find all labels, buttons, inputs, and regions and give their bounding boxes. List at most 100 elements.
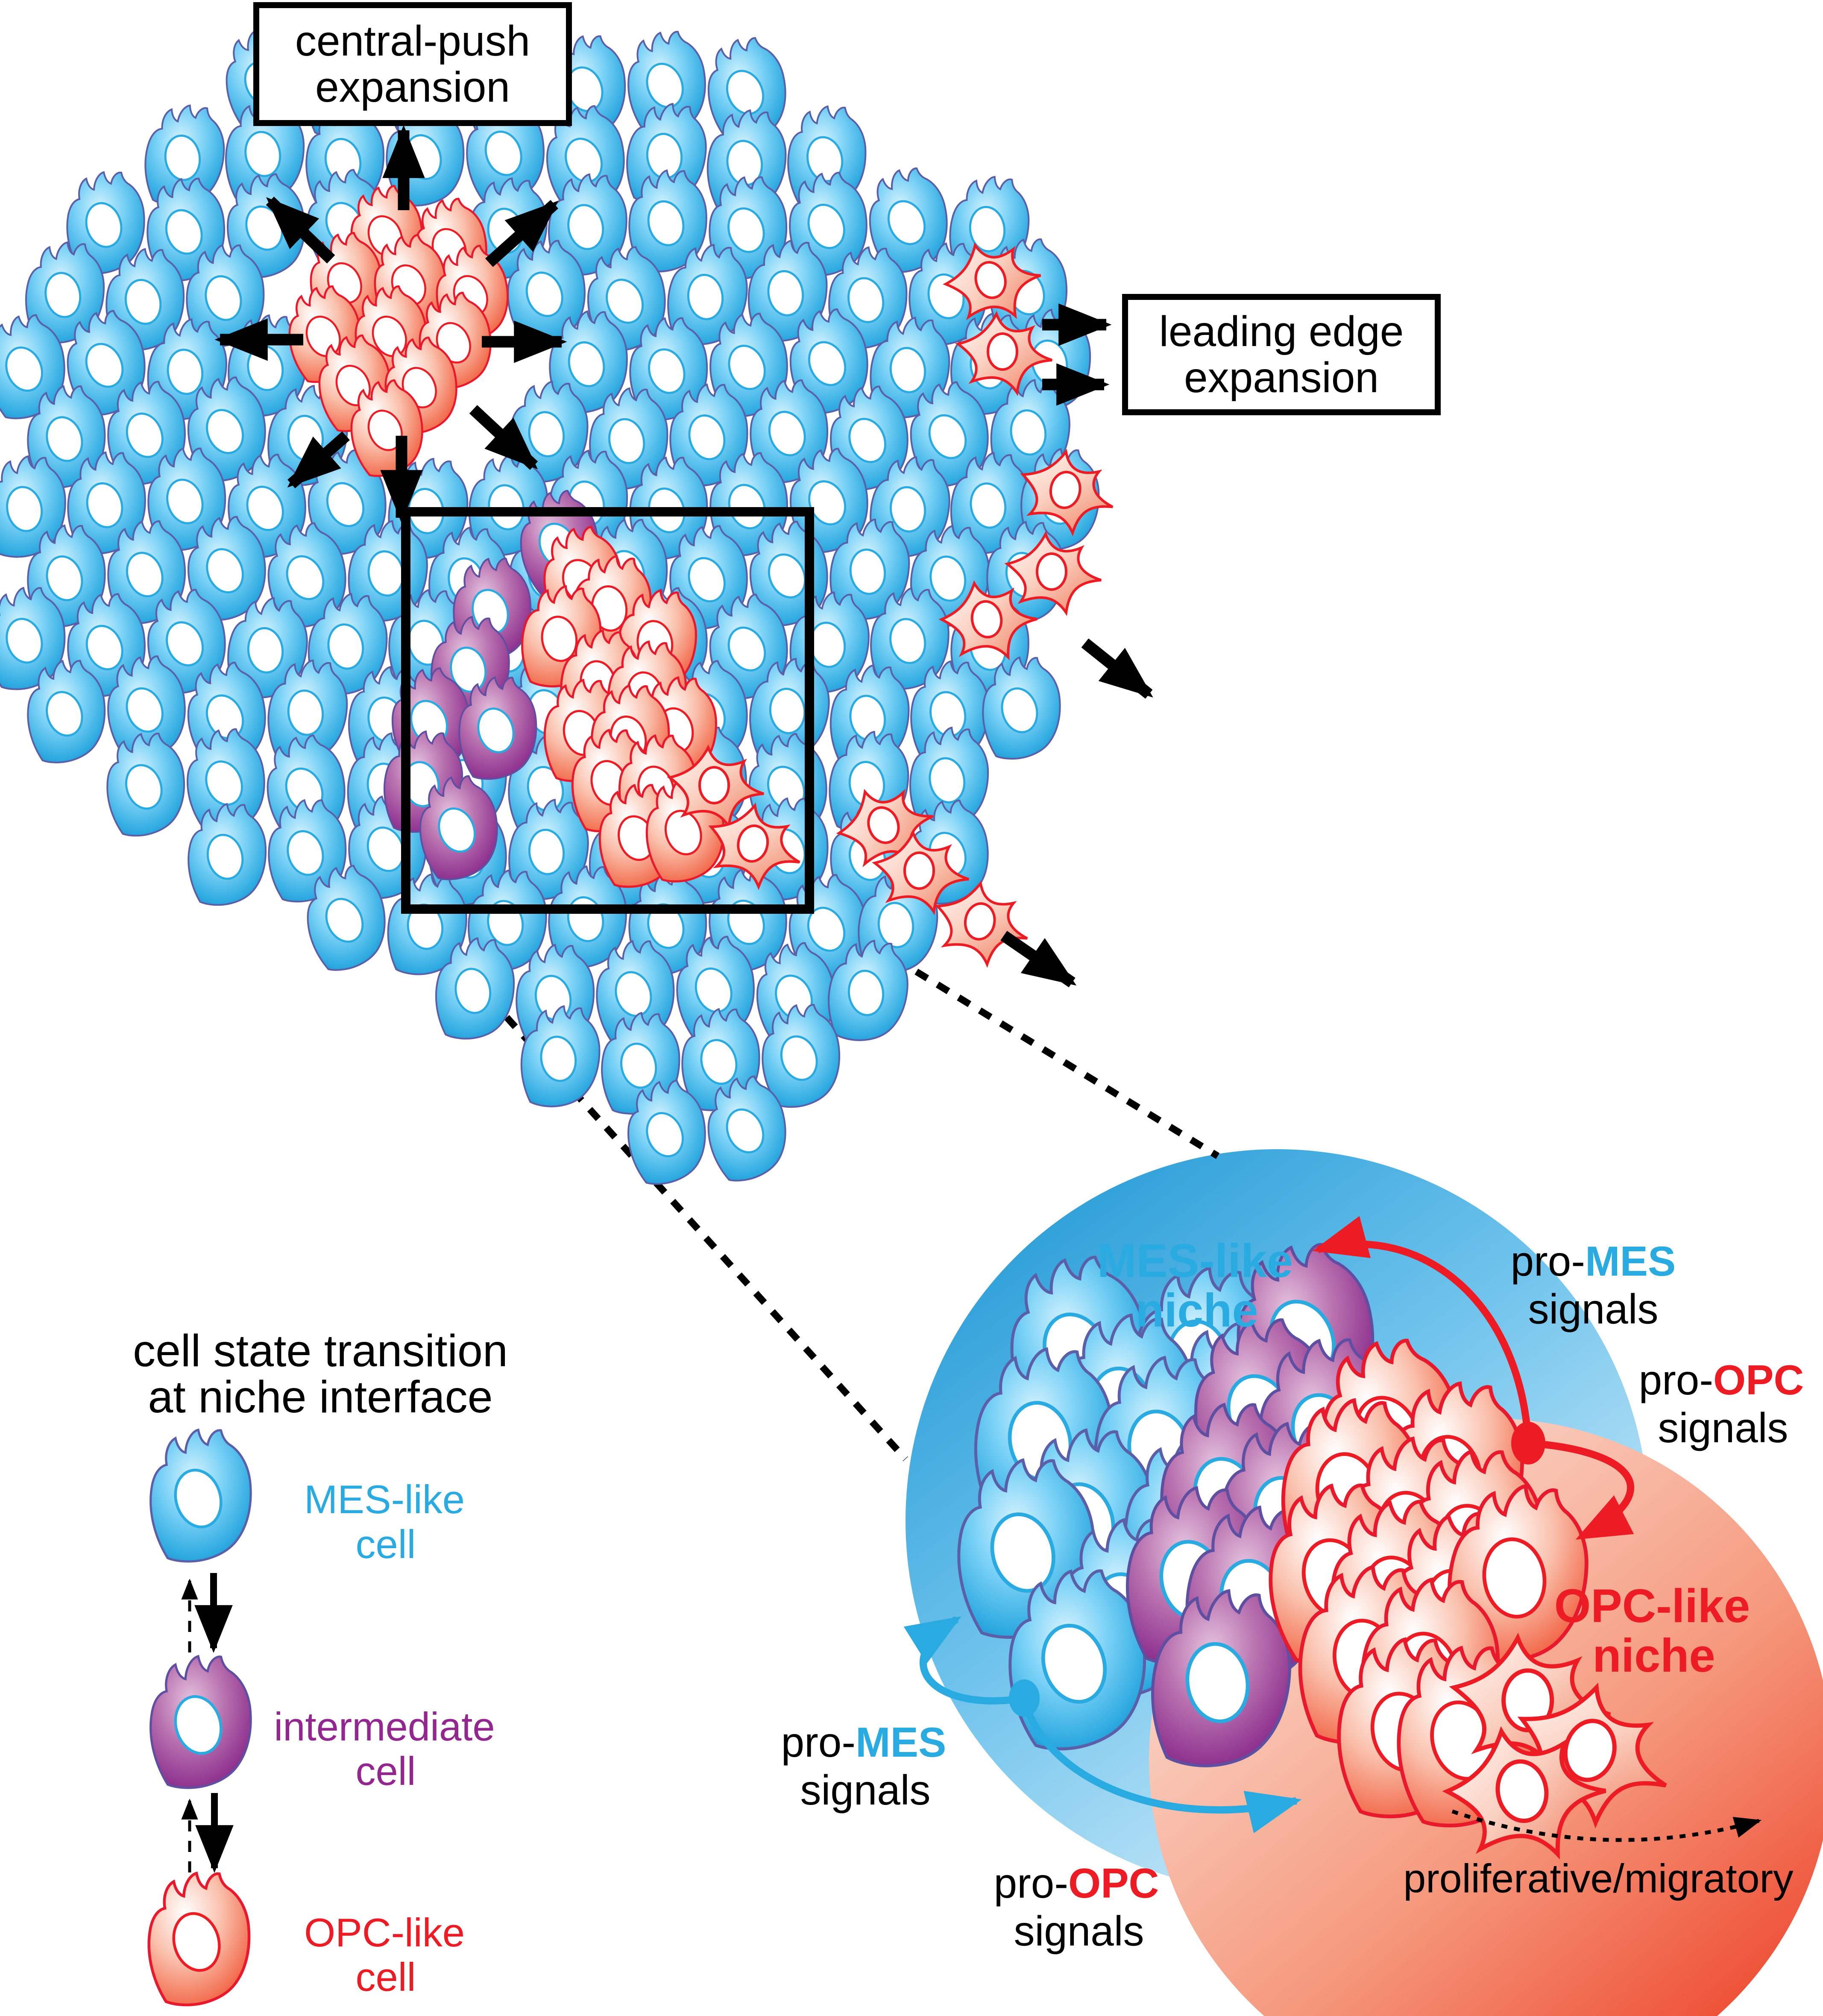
mes-cell [782, 870, 874, 983]
opc-niche-label-line1: OPC-like [1554, 1580, 1750, 1632]
mes-cell [545, 171, 631, 279]
pro-mes-top-prefix: pro- [1510, 1238, 1585, 1285]
pro-opc-right-prefix: pro- [1638, 1356, 1713, 1403]
migratory-opc-cell [929, 877, 1035, 970]
blue-signal-arrow [903, 1616, 1025, 1705]
mes-cell [743, 236, 832, 346]
pro-mes-bottom-accent: MES [855, 1719, 947, 1766]
migratory-opc-cell [701, 798, 809, 894]
leading-edge-expansion-box: leading edge expansion [1122, 294, 1441, 415]
mes-cell [700, 1071, 794, 1186]
expansion-arrow [469, 405, 538, 470]
mes-cell [705, 310, 792, 420]
mes-cell [946, 448, 1035, 559]
mes-cell [261, 654, 354, 767]
mes-cell [708, 176, 788, 280]
red-signal-arrow [1528, 1439, 1634, 1541]
mes-cell [867, 585, 953, 693]
mes-cell [181, 373, 272, 485]
mes-cell [824, 383, 914, 493]
mes-cell [760, 1003, 842, 1108]
mes-cell [221, 97, 309, 207]
legend-intermediate-label-line1: intermediate [274, 1704, 495, 1749]
expansion-arrow [266, 197, 335, 264]
mes-cell [299, 861, 393, 975]
mes-cell [26, 660, 106, 763]
migratory-opc-cell [829, 773, 944, 879]
opc-niche-label-line2: niche [1592, 1629, 1715, 1682]
mes-cell [701, 590, 795, 704]
mes-cell [260, 518, 354, 632]
mes-cell [669, 384, 748, 487]
mes-cell [821, 934, 915, 1048]
mes-cell [783, 305, 875, 418]
mes-cell [105, 248, 185, 352]
migratory-opc-cell [936, 574, 1043, 667]
pro-mes-signals-top-line2: signals [1528, 1285, 1659, 1332]
mes-cell [151, 1430, 251, 1561]
mes-niche-label-line1: MES-like [1097, 1235, 1293, 1287]
mes-cell [145, 177, 227, 282]
mes-cell [824, 513, 916, 626]
mes-cell [985, 375, 1076, 487]
mes-cell [105, 732, 187, 837]
intermediate-cell [151, 1656, 251, 1788]
mes-cell [21, 238, 109, 348]
migratory-opc-cell [670, 748, 764, 826]
mes-cell [1007, 1569, 1148, 1751]
expansion-arrow [1081, 638, 1153, 699]
mes-cell [906, 522, 994, 631]
mes-cell [827, 246, 909, 351]
opc-cell [1440, 1478, 1596, 1670]
mes-cell [665, 522, 752, 632]
legend-opc-label-line2: cell [355, 1954, 416, 1999]
mes-cell [622, 1077, 711, 1188]
migratory-opc-cell [1007, 534, 1101, 613]
mes-cell [982, 657, 1061, 760]
migratory-opc-cell [1501, 1671, 1685, 1837]
mes-cell [0, 586, 67, 691]
opc-cell [517, 582, 606, 692]
mes-cell [431, 934, 519, 1044]
mes-cell [66, 451, 147, 555]
expansion-arrow [1000, 930, 1077, 988]
pro-opc-signals-bottom-line1: pro-OPC [994, 1862, 1159, 1904]
mes-cell [66, 171, 145, 274]
mes-cell [628, 317, 709, 421]
mes-cell [0, 453, 70, 561]
legend-title-line2: at niche interface [148, 1372, 493, 1422]
mes-cell [181, 725, 270, 836]
mes-cell [748, 379, 830, 484]
central-push-expansion-box: central-push expansion [253, 2, 572, 126]
zoom-inset-box [401, 507, 814, 914]
mes-cell [502, 793, 596, 907]
opc-cell [149, 1873, 249, 2005]
mes-cell [138, 99, 231, 212]
mes-cell [103, 653, 190, 763]
pro-mes-top-accent: MES [1585, 1238, 1676, 1285]
mes-cell [743, 652, 837, 766]
migratory-opc-cell [875, 833, 969, 912]
mes-cell [681, 1008, 760, 1111]
mes-cell [906, 723, 993, 833]
mes-cell [700, 33, 793, 147]
pro-mes-signals-bottom-line1: pro-MES [781, 1721, 947, 1763]
mes-cell [223, 451, 311, 561]
pro-opc-signals-bottom-line2: signals [1014, 1907, 1144, 1954]
leading-edge-line1: leading edge [1159, 308, 1404, 355]
mes-cell [516, 1001, 605, 1112]
legend-mes-label-line2: cell [355, 1522, 416, 1567]
migratory-opc-cell [1014, 445, 1121, 539]
mes-cell [943, 170, 1036, 284]
mes-niche-label-line2: niche [1135, 1284, 1258, 1337]
mes-cell [59, 306, 153, 420]
mes-cell [784, 169, 872, 279]
mes-cell [902, 377, 996, 491]
mes-cell [503, 238, 589, 346]
mes-cell [27, 525, 106, 628]
legend-title-line1: cell state transition [133, 1326, 508, 1376]
mes-cell [862, 164, 955, 277]
migratory-opc-cell [938, 231, 1049, 331]
mes-cell [588, 387, 670, 492]
intermediate-cell [457, 676, 538, 781]
